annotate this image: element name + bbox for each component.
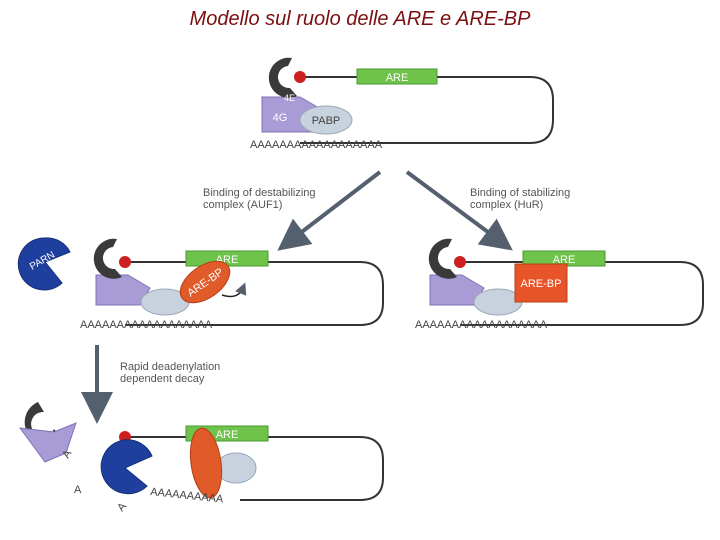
mrna-loop (460, 261, 704, 326)
cap-dot (119, 256, 131, 268)
mrna-loop (300, 76, 554, 144)
polya-tail: AAAAAAAAAAAAAAAAAA (80, 319, 213, 331)
mrna-stabilized: ARE ARE-BP AAAAAAAAAAAAAAAAAA (415, 238, 704, 331)
mrna-destabilized: ARE ARE-BP AAAAAAAAAAAAAAAAAA PARN (17, 237, 384, 331)
caption-destabilizing-2: complex (AUF1) (203, 199, 282, 211)
free-adenosine: A (74, 484, 82, 496)
are-box (356, 68, 438, 85)
parn-pacman (17, 237, 71, 291)
caption-decay-1: Rapid deadenylation (120, 361, 220, 373)
arrow-destabilizing (277, 170, 382, 251)
slide-title: Modello sul ruolo delle ARE e ARE-BP (189, 8, 531, 30)
caption-stabilizing-2: complex (HuR) (470, 199, 543, 211)
caption-destabilizing-1: Binding of destabilizing (203, 187, 316, 199)
pabp-label: PABP (312, 115, 341, 127)
arrow-stabilizing (405, 170, 513, 251)
pabp-shape (299, 105, 353, 135)
cap-dot (294, 71, 306, 83)
mrna-loop (125, 261, 384, 326)
cap-dot (454, 256, 466, 268)
polya-tail: AAAAAAAAAAAAAAAAAA (250, 139, 383, 151)
polya-tail: AAAAAAAAAAAAAAAAAA (415, 319, 548, 331)
mrna-initial: ARE 4G 4E PABP AAAAAAAAAAAAAAAAAA (250, 57, 554, 151)
caption-decay-2: dependent decay (120, 373, 205, 385)
are-bp-destabilizing-shape (179, 260, 231, 304)
eif4e-cap-protein (268, 57, 297, 98)
are-bp-destabilizing-shape (189, 427, 223, 499)
release-arrow-icon (221, 282, 247, 298)
are-label: ARE (553, 254, 576, 266)
are-label: ARE (216, 429, 239, 441)
eif4e-cap-protein (428, 238, 457, 279)
eif4e-label: 4E (284, 93, 295, 103)
eif4g-released (18, 422, 77, 463)
parn-pacman (100, 439, 153, 495)
are-bp-stabilizing-shape (514, 263, 568, 303)
eif4e-cap-protein (93, 238, 122, 279)
mrna-decaying: ARE AAAAAAAAAA A A A (18, 402, 384, 514)
are-bp-label: ARE-BP (521, 278, 562, 290)
free-adenosine: A (115, 500, 129, 514)
are-label: ARE (386, 72, 409, 84)
caption-stabilizing-1: Binding of stabilizing (470, 187, 570, 199)
eif4g-label: 4G (273, 112, 288, 124)
mrna-loop (125, 436, 384, 501)
